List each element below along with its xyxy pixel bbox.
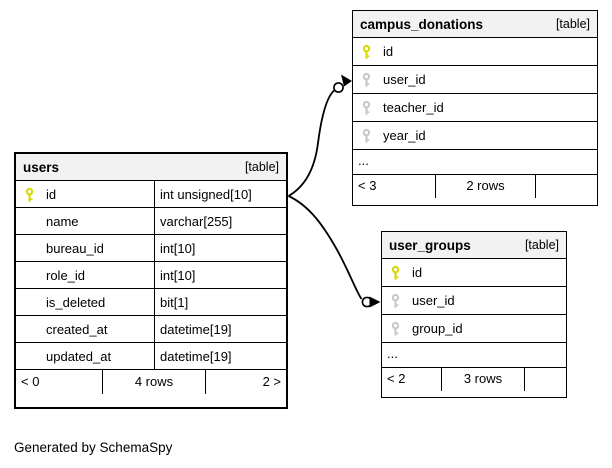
table-row: teacher_id <box>353 94 597 122</box>
footer-right-count: 2 > <box>205 370 286 394</box>
column-name: bureau_id <box>46 241 104 256</box>
footer-left-count: < 2 <box>387 371 406 386</box>
fk-edge-campus-donations-user-id <box>288 74 352 197</box>
table-row: id int unsigned[10] <box>16 181 286 208</box>
column-type: datetime[19] <box>160 349 232 364</box>
footer-row-count: 3 rows <box>441 368 524 391</box>
column-name: id <box>412 265 423 280</box>
table-row: bureau_id int[10] <box>16 235 286 262</box>
table-type-label: [table] <box>244 159 279 174</box>
column-name: teacher_id <box>383 100 444 115</box>
table-row: user_id <box>382 287 566 315</box>
primary-key-icon <box>391 265 400 280</box>
table-row: group_id <box>382 315 566 343</box>
footer-row-count: 2 rows <box>435 175 535 198</box>
column-name: group_id <box>412 321 463 336</box>
edge-arrowhead <box>369 296 381 308</box>
table-users[interactable]: users [table] id int unsigned[10] name v… <box>14 152 288 409</box>
foreign-key-icon <box>391 293 400 308</box>
table-header: campus_donations [table] <box>353 11 597 38</box>
column-name: created_at <box>46 322 108 337</box>
foreign-key-icon <box>362 128 371 143</box>
column-name: updated_at <box>46 349 112 364</box>
edge-zero-circle <box>361 296 373 308</box>
table-name[interactable]: campus_donations <box>360 16 484 32</box>
table-row: role_id int[10] <box>16 262 286 289</box>
table-row: is_deleted bit[1] <box>16 289 286 316</box>
column-name: user_id <box>412 293 455 308</box>
table-type-label: [table] <box>524 237 559 252</box>
column-name: name <box>46 214 79 229</box>
footer-right-count <box>524 368 566 391</box>
table-user-groups[interactable]: user_groups [table] id user_id <box>381 231 567 398</box>
table-type-label: [table] <box>555 16 590 31</box>
column-name: year_id <box>383 128 426 143</box>
column-name: is_deleted <box>46 295 106 310</box>
table-row: created_at datetime[19] <box>16 316 286 343</box>
table-footer: < 2 3 rows <box>382 368 566 391</box>
column-name: id <box>383 44 394 59</box>
edge-arrowhead <box>341 74 352 87</box>
column-name: user_id <box>383 72 426 87</box>
column-type: int[10] <box>160 268 196 283</box>
foreign-key-icon <box>362 100 371 115</box>
footer-row-count: 4 rows <box>102 370 205 394</box>
table-name[interactable]: users <box>23 159 60 175</box>
foreign-key-icon <box>391 321 400 336</box>
table-row: name varchar[255] <box>16 208 286 235</box>
footer-right-count <box>535 175 597 198</box>
column-type: int unsigned[10] <box>160 187 252 202</box>
hidden-columns-ellipsis: ... <box>382 343 566 368</box>
footer-left-count: < 3 <box>358 178 377 193</box>
table-footer: < 0 4 rows 2 > <box>16 370 286 394</box>
table-row: updated_at datetime[19] <box>16 343 286 370</box>
column-name: role_id <box>46 268 86 283</box>
primary-key-icon <box>362 44 371 59</box>
primary-key-icon <box>25 187 34 202</box>
table-header: users [table] <box>16 154 286 181</box>
table-campus-donations[interactable]: campus_donations [table] id user_i <box>352 10 598 206</box>
table-name[interactable]: user_groups <box>389 237 471 253</box>
column-type: bit[1] <box>160 295 189 310</box>
table-row: year_id <box>353 122 597 150</box>
generated-by-note: Generated by SchemaSpy <box>14 440 173 455</box>
table-row: id <box>353 38 597 66</box>
foreign-key-icon <box>362 72 371 87</box>
hidden-columns-ellipsis: ... <box>353 150 597 175</box>
column-name: id <box>46 187 57 202</box>
column-type: int[10] <box>160 241 196 256</box>
table-header: user_groups [table] <box>382 232 566 259</box>
fk-edge-user-groups-user-id <box>288 195 381 308</box>
column-type: varchar[255] <box>160 214 233 229</box>
footer-left-count: < 0 <box>21 374 40 389</box>
table-row: user_id <box>353 66 597 94</box>
edge-zero-circle <box>333 82 344 93</box>
table-row: id <box>382 259 566 287</box>
table-footer: < 3 2 rows <box>353 175 597 198</box>
column-type: datetime[19] <box>160 322 232 337</box>
